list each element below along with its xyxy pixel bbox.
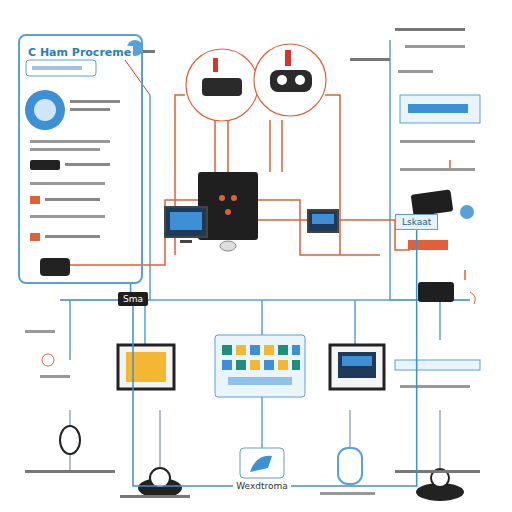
node-text: Sma (123, 294, 143, 304)
connector (133, 306, 233, 486)
right-devices (395, 28, 480, 304)
side-panel: C Ham Procreme (18, 34, 143, 284)
info-box: Lskaat (395, 214, 438, 230)
monitors-top (165, 207, 338, 243)
bottom-panels (25, 330, 480, 397)
connector (130, 284, 132, 292)
node-text: Lskaat (402, 217, 431, 227)
wire-network (60, 40, 470, 470)
connector (291, 230, 417, 486)
left-panel-icons (25, 60, 120, 276)
node-text: Wexdtroma (236, 481, 288, 491)
node-text: C Ham Procreme (26, 46, 133, 59)
bottom-icons (25, 426, 480, 501)
keypad-keys (222, 345, 300, 385)
device-label: Sma (118, 292, 148, 306)
device-caption: Wexdtroma (233, 480, 291, 492)
top-controllers (120, 40, 390, 121)
